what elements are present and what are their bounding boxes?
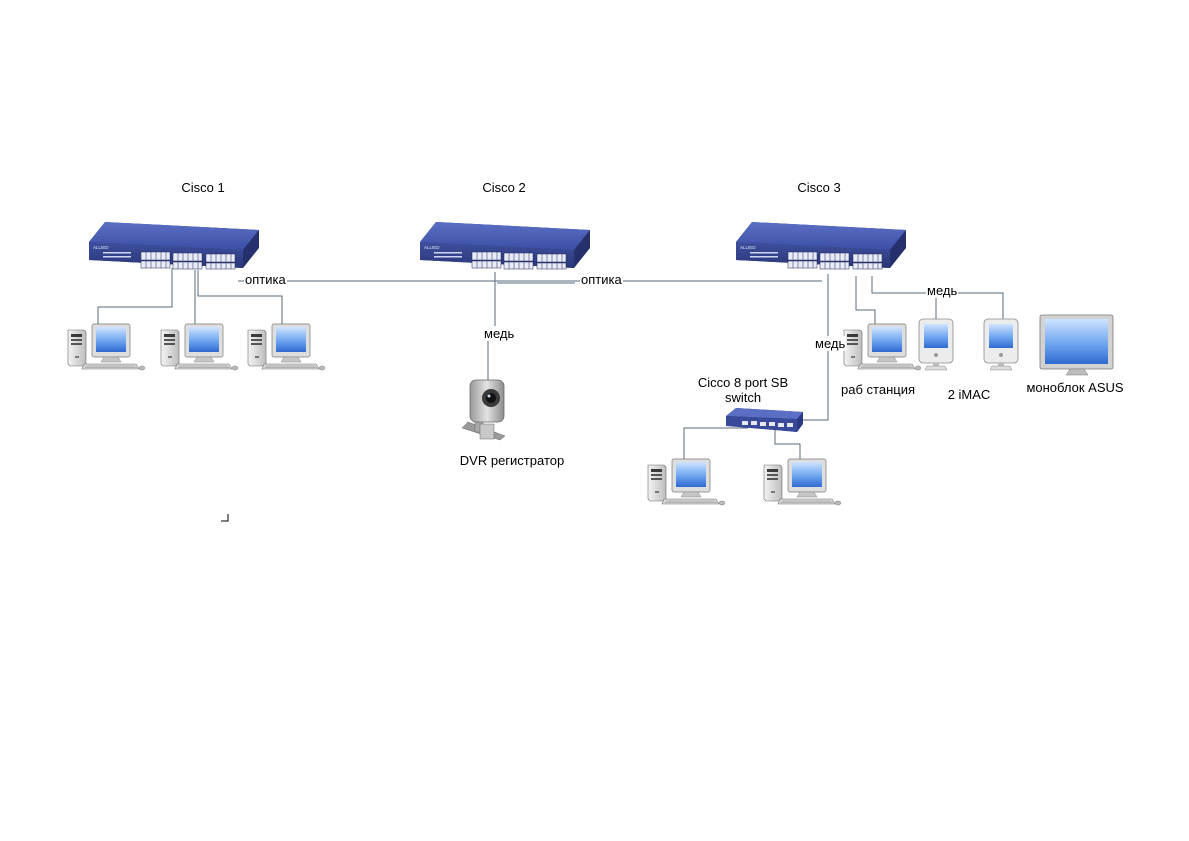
link-cisco1-pc1 bbox=[97, 268, 173, 325]
copper-label-cisco3-left: медь bbox=[814, 336, 847, 351]
pc-small-1-icon bbox=[647, 458, 726, 506]
asus-monoblock-icon bbox=[1039, 314, 1114, 376]
asus-label: моноблок ASUS bbox=[1026, 380, 1124, 395]
copper-label-cisco3-right: медь bbox=[926, 283, 959, 298]
small-switch-label: Cicco 8 port SB switch bbox=[697, 375, 789, 405]
imac-1-icon bbox=[918, 318, 954, 371]
pc-cisco1-2-icon bbox=[160, 323, 239, 371]
link-cisco1-pc3 bbox=[197, 270, 283, 325]
pc-small-2-icon bbox=[763, 458, 842, 506]
cisco2-label: Cisco 2 bbox=[482, 180, 526, 195]
dvr-label: DVR регистратор bbox=[459, 453, 565, 468]
link-cisco3-small-switch bbox=[800, 274, 829, 421]
corner-mark bbox=[221, 514, 229, 522]
workstation-label: раб станция bbox=[841, 382, 915, 397]
fiber-label-1: оптика bbox=[244, 272, 287, 287]
cisco1-switch-icon bbox=[88, 221, 260, 270]
dvr-camera-icon bbox=[461, 379, 506, 441]
fiber-label-2: оптика bbox=[580, 272, 623, 287]
pc-cisco1-1-icon bbox=[67, 323, 146, 371]
imac-2-icon bbox=[983, 318, 1019, 371]
link-small-pc1 bbox=[683, 427, 748, 460]
cisco3-label: Cisco 3 bbox=[797, 180, 841, 195]
link-small-pc2 bbox=[774, 430, 801, 460]
small-switch-icon bbox=[726, 408, 803, 432]
cisco2-switch-icon bbox=[419, 221, 591, 270]
pc-cisco1-3-icon bbox=[247, 323, 326, 371]
link-cisco3-workstation bbox=[855, 276, 876, 325]
imacs-label: 2 iMAC bbox=[947, 387, 991, 402]
cisco3-switch-icon bbox=[735, 221, 907, 270]
copper-label-camera: медь bbox=[483, 326, 516, 341]
cisco1-label: Cisco 1 bbox=[181, 180, 225, 195]
workstation-pc-icon bbox=[843, 323, 922, 371]
